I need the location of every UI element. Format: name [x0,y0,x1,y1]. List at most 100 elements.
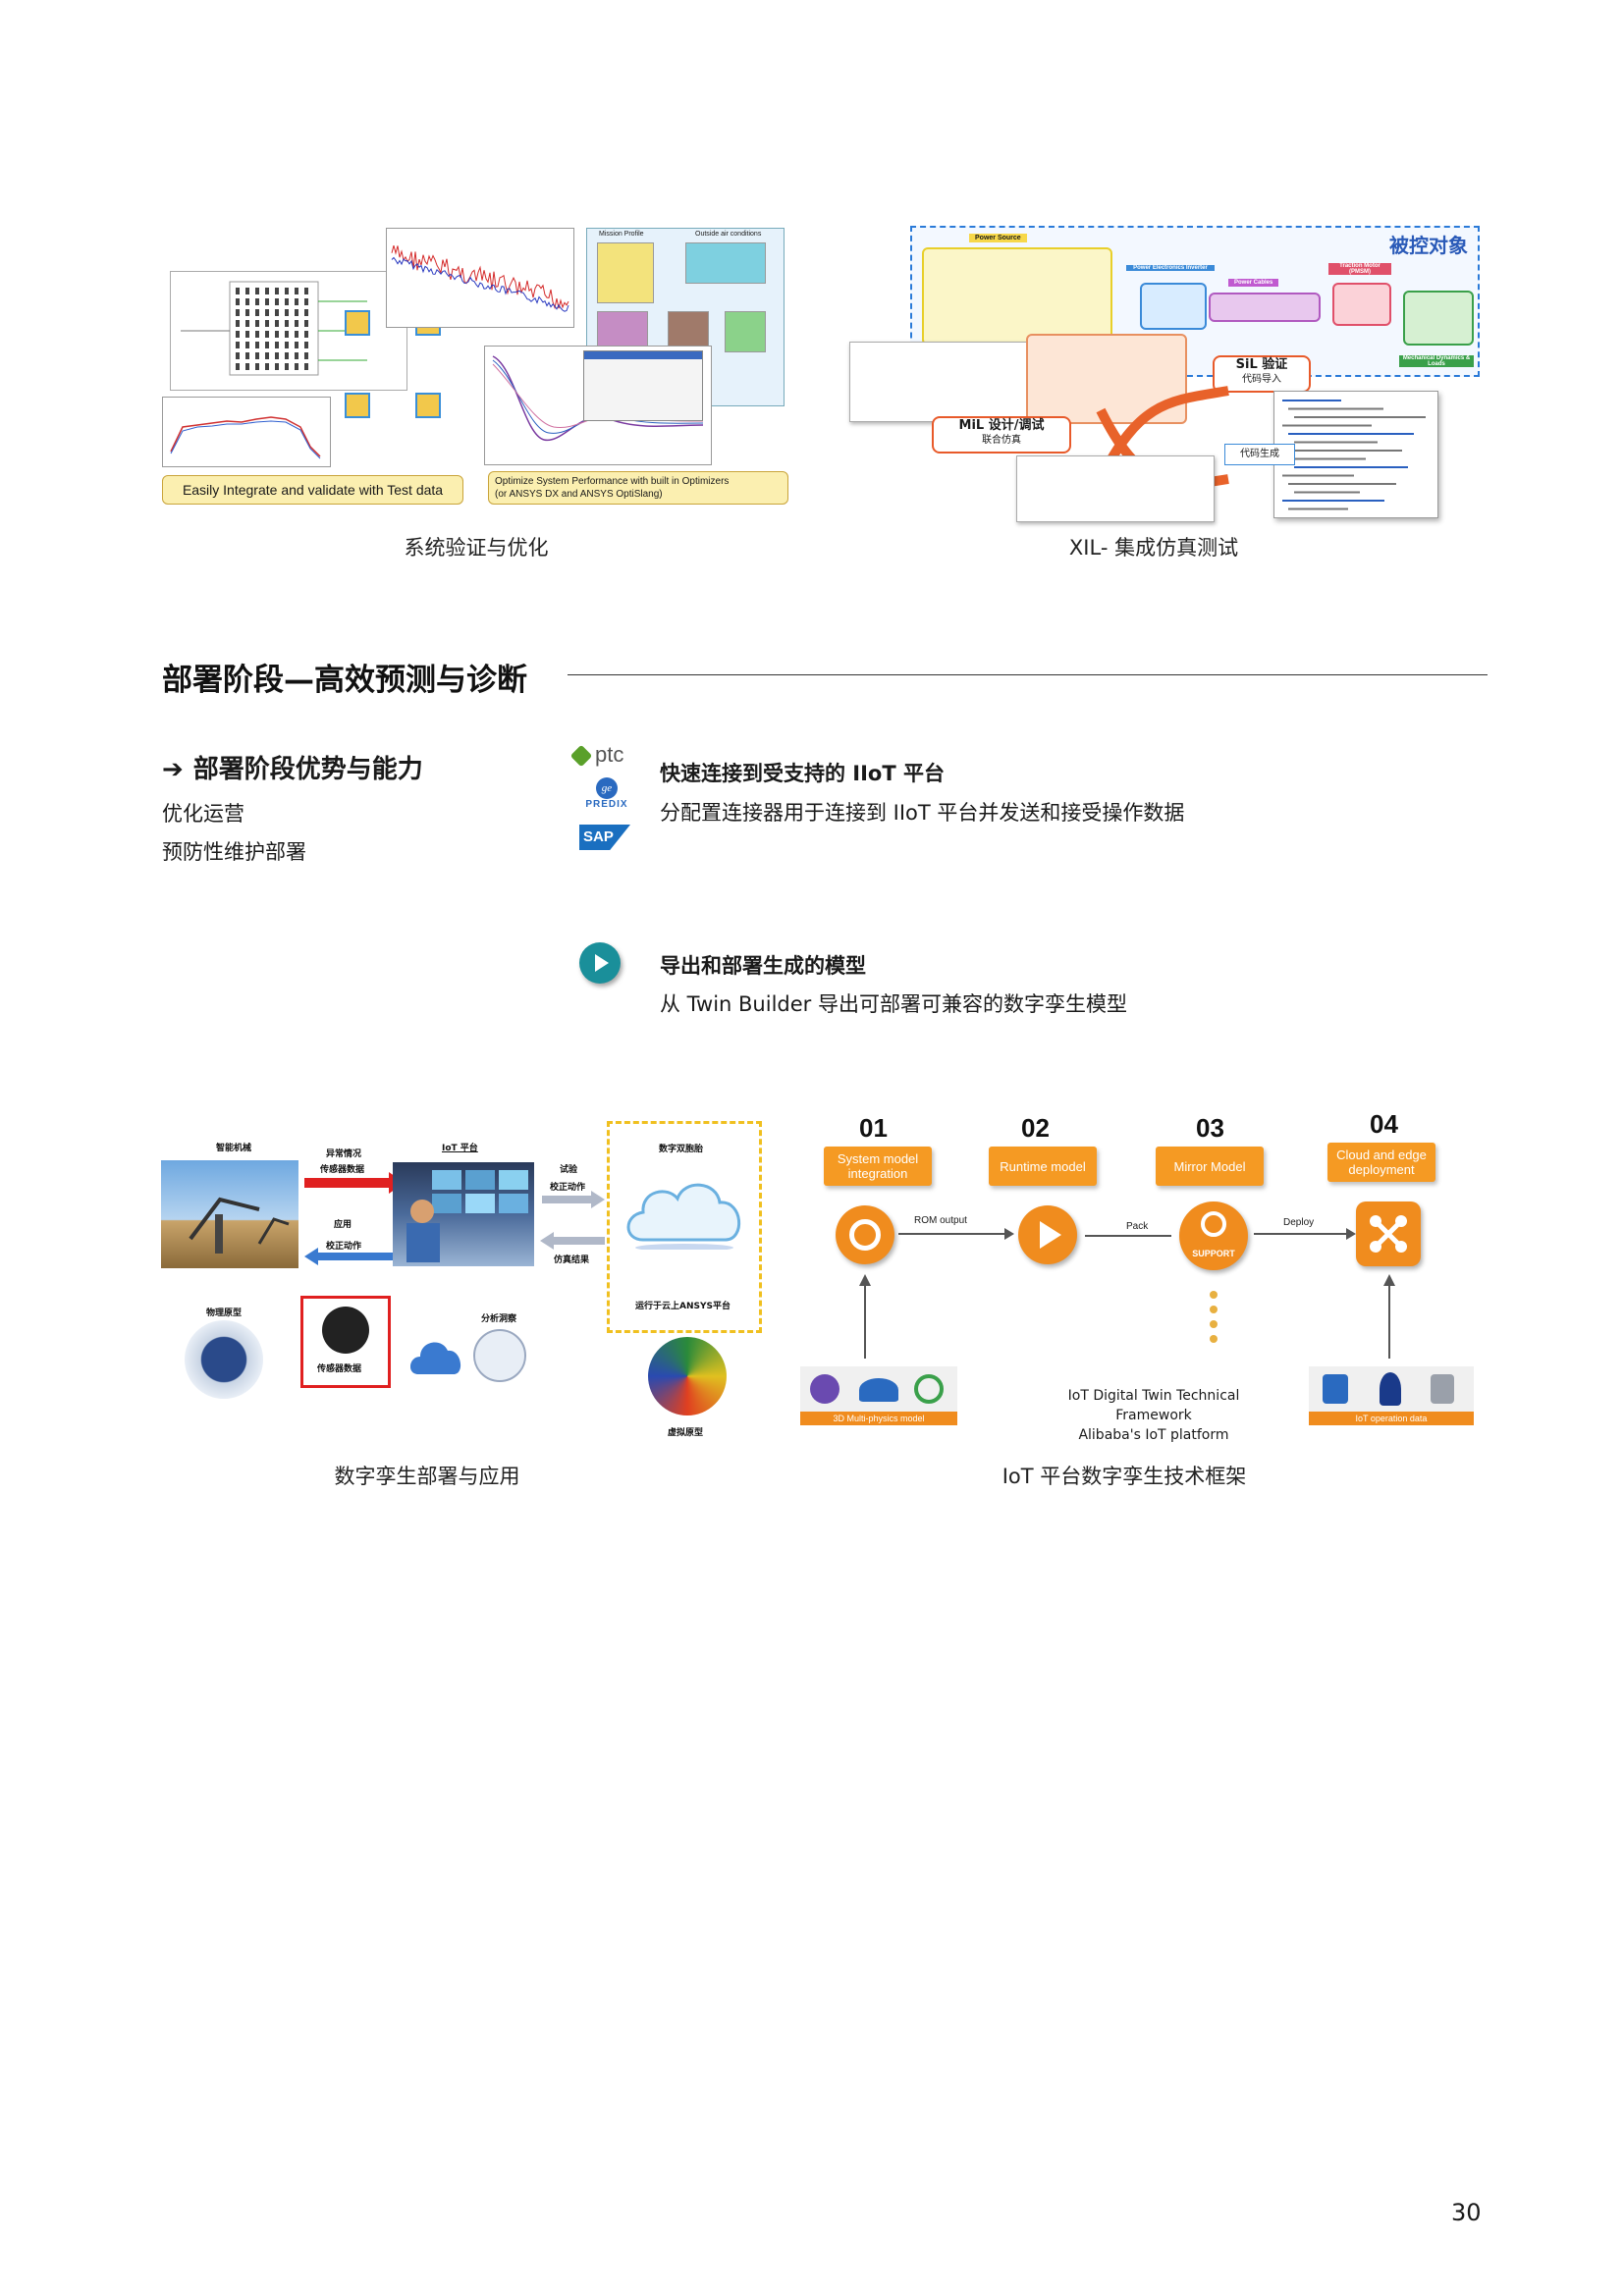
device-icon [1323,1374,1348,1404]
ptc-icon [569,744,593,768]
label-sensor-data-2: 传感器数据 [317,1364,362,1374]
mil-line2: 联合仿真 [982,435,1021,446]
label-sensor-data: 传感器数据 [320,1165,365,1175]
advantage-item: 预防性维护部署 [162,840,306,864]
meter-icon [1380,1372,1401,1406]
cables-block [1209,293,1321,322]
section-title: 部署阶段—高效预测与诊断 [162,663,527,698]
motor-label: Traction Motor (PMSM) [1328,263,1391,275]
power-source-block [922,247,1112,346]
gear-icon [810,1374,839,1404]
caption-system-validation: 系统验证与优化 [404,536,549,560]
framework-subtitle: Alibaba's IoT platform [1078,1427,1229,1443]
power-source-label: Power Source [969,234,1027,242]
label-sim-result: 仿真结果 [554,1255,590,1265]
deploy-label: Deploy [1283,1217,1315,1228]
step-label: System model integration [824,1147,932,1186]
step-label: Mirror Model [1156,1147,1264,1186]
sensor-icon [322,1307,369,1354]
step-label-text: Mirror Model [1173,1158,1246,1174]
code-window [1273,391,1438,518]
feature-title-export: 导出和部署生成的模型 [660,954,866,978]
component-block [345,310,370,336]
mechanical-block [1403,291,1474,346]
label-apply: 应用 [334,1220,352,1230]
feature-title-iiot: 快速连接到受支持的 IIoT 平台 [660,762,945,785]
framework-title: IoT Digital Twin Technical Framework [1067,1388,1240,1423]
caption-deployment: 数字孪生部署与应用 [334,1465,520,1488]
operation-data-panel: IoT operation data [1309,1366,1474,1425]
mil-line1: MiL 设计/调试 [958,418,1045,433]
arrow-deploy-head [1346,1228,1356,1240]
framework-text: IoT Digital Twin Technical Framework Ali… [1031,1386,1276,1445]
step-number: 03 [1196,1113,1224,1143]
feature-desc-export: 从 Twin Builder 导出可部署可兼容的数字孪生模型 [660,992,1127,1016]
turbine-icon [185,1320,263,1399]
sap-logo: SAP [579,825,630,850]
controlled-object-label: 被控对象 [1389,234,1468,257]
step-label: Runtime model [989,1147,1097,1186]
page-number: 30 [1451,2199,1482,2226]
step-label: Cloud and edge deployment [1327,1143,1435,1182]
model-window-left [849,342,1048,422]
ge-predix-logo: ge PREDIX [577,777,636,810]
step-number: 04 [1370,1109,1398,1139]
arrow-up-right-head [1383,1274,1395,1286]
controlled-object-frame: 被控对象 Power Source Power Electronics Inve… [910,226,1480,377]
label-correct-action: 校正动作 [326,1242,362,1252]
play-icon [579,942,621,984]
cloud-icon [623,1171,745,1252]
component-block [415,393,441,418]
arrow-right-icon: ➔ [162,755,184,784]
green-block [725,311,766,352]
outside-block [685,242,766,284]
caption-iot-framework: IoT 平台数字孪生技术框架 [1001,1465,1247,1488]
arrow-rom [898,1233,1006,1235]
sil-line1: SiL 验证 [1235,357,1288,372]
feature-desc-iiot: 分配置连接器用于连接到 IIoT 平台并发送和接受操作数据 [660,801,1185,825]
inverter-block [1140,283,1207,330]
pack-label: Pack [1126,1221,1149,1232]
model-window-bottom [1016,455,1215,522]
cloud-edge-icon [1356,1201,1421,1266]
gray-arrow-left [554,1237,605,1245]
label-abnormal: 异常情况 [326,1149,362,1159]
system-validation-figure: Mission Profile Outside air conditions E… [162,228,790,512]
inverter-label: Power Electronics Inverter [1126,265,1215,271]
red-arrow-right [304,1178,393,1188]
integrate-label-text: Easily Integrate and validate with Test … [182,482,444,498]
sap-text: SAP [583,828,614,845]
oil-pump-photo [161,1160,298,1268]
optimize-label-line1: Optimize System Performance with built i… [495,476,730,487]
blue-arrow-left [318,1253,397,1260]
wave-icon [914,1374,944,1404]
label-analysis: 分析洞察 [481,1314,517,1324]
rom-output-label: ROM output [914,1215,967,1226]
dialog-window [583,350,703,421]
step-label-text: Runtime model [1000,1158,1086,1174]
mission-profile-title: Mission Profile [599,231,644,238]
time-series-plot [386,228,574,328]
integrate-label: Easily Integrate and validate with Test … [162,475,463,505]
motor-block [1332,283,1391,326]
blue-cloud-icon [409,1335,463,1378]
sensor-data-box: 传感器数据 [300,1296,391,1388]
gray-arrow-right [542,1196,593,1203]
advantages-heading-text: 部署阶段优势与能力 [192,755,423,784]
label-test: 试验 [560,1165,578,1175]
sil-badge: SiL 验证 代码导入 [1213,355,1311,393]
digital-twin-frame: 数字双胞胎 运行于云上ANSYS平台 [607,1121,762,1333]
digital-twin-deployment-figure: 智能机械 异常情况 传感器数据 应用 校正动作 IoT 平台 试验 校正动作 仿… [157,1119,771,1453]
arrow-up-left [864,1284,866,1359]
support-icon: SUPPORT [1179,1201,1248,1270]
runtime-play-icon [1018,1205,1077,1264]
mil-badge: MiL 设计/调试 联合仿真 [932,416,1071,454]
label-virtual-proto: 虚拟原型 [668,1428,704,1438]
section-divider [568,674,1488,675]
predix-text: PREDIX [585,799,628,810]
blue-arrow-head [304,1248,318,1265]
codegen-badge: 代码生成 [1224,444,1295,465]
step-label-text: Cloud and edge deployment [1336,1148,1427,1177]
aperture-icon [836,1205,894,1264]
optimizer-plot [484,346,712,465]
